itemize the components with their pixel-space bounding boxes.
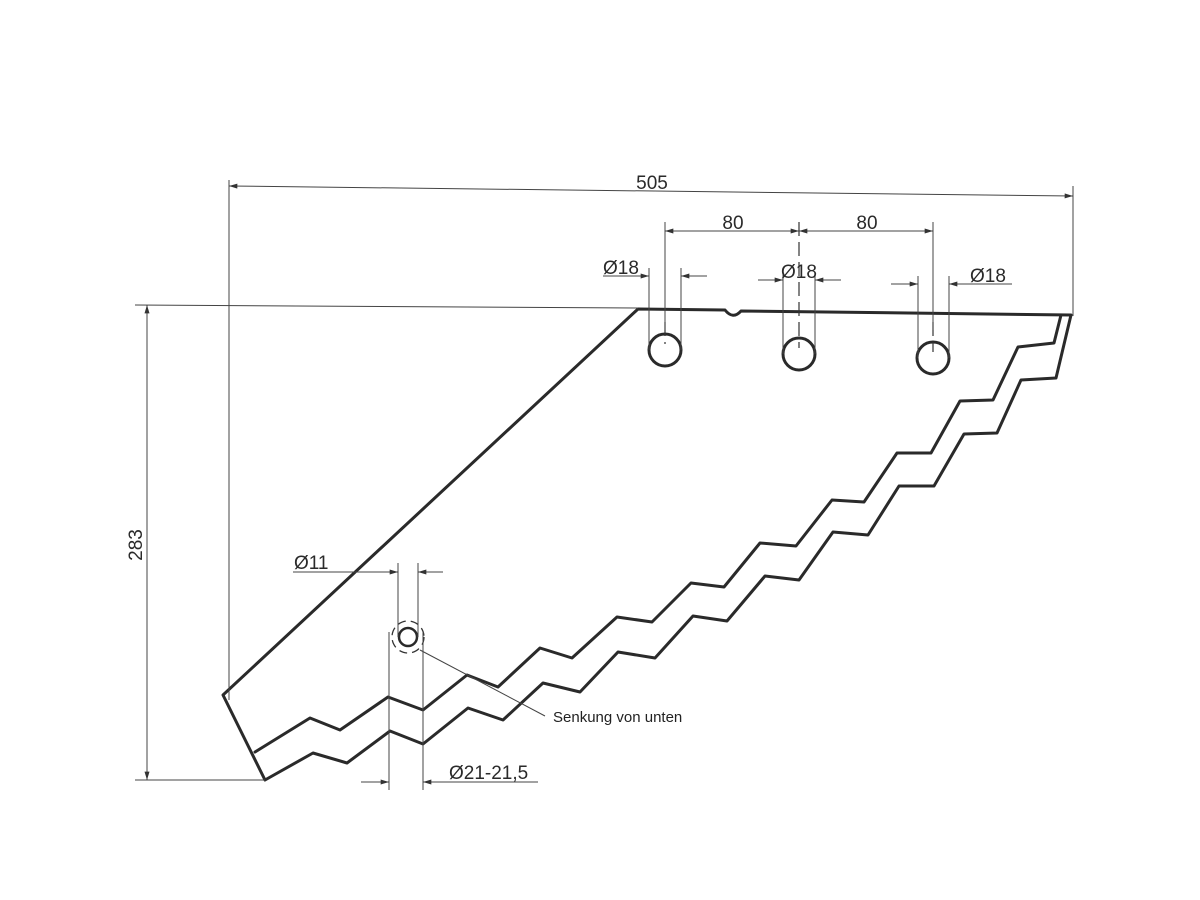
- hole-diameter-2-label: Ø18: [781, 262, 817, 283]
- blade-top-and-diagonal-edge: [221, 307, 1073, 782]
- dimension-small-hole: Ø11: [293, 553, 443, 637]
- height-label: 283: [126, 529, 147, 561]
- hole-spacing-1-label: 80: [722, 213, 743, 234]
- leader-line: [419, 649, 546, 717]
- blade-outline: [221, 307, 1073, 782]
- dimension-countersink: Ø21-21,5: [361, 632, 538, 790]
- hole-spacing-2-label: 80: [856, 213, 877, 234]
- dimension-height: 283: [126, 304, 639, 781]
- countersunk-hole: [397, 626, 419, 648]
- mounting-hole-1: [647, 332, 683, 368]
- countersink-note-text: Senkung von unten: [553, 709, 682, 726]
- dimension-hole-diameters: Ø18 Ø18 Ø18: [603, 258, 1012, 358]
- dimension-hole-spacing: 80 80: [664, 213, 934, 330]
- hole-diameter-1-label: Ø18: [603, 258, 639, 279]
- countersink-diameter-label: Ø21-21,5: [449, 763, 528, 784]
- hole-diameter-3-label: Ø18: [970, 266, 1006, 287]
- mounting-holes: [391, 222, 951, 654]
- countersink-note: Senkung von unten: [419, 649, 682, 726]
- serrated-cutting-edge-inner: [253, 313, 1063, 754]
- overall-length-label: 505: [636, 173, 668, 194]
- countersink-outline: [391, 620, 425, 654]
- dimension-overall-length: 505: [228, 173, 1074, 700]
- small-hole-diameter-label: Ø11: [294, 553, 329, 574]
